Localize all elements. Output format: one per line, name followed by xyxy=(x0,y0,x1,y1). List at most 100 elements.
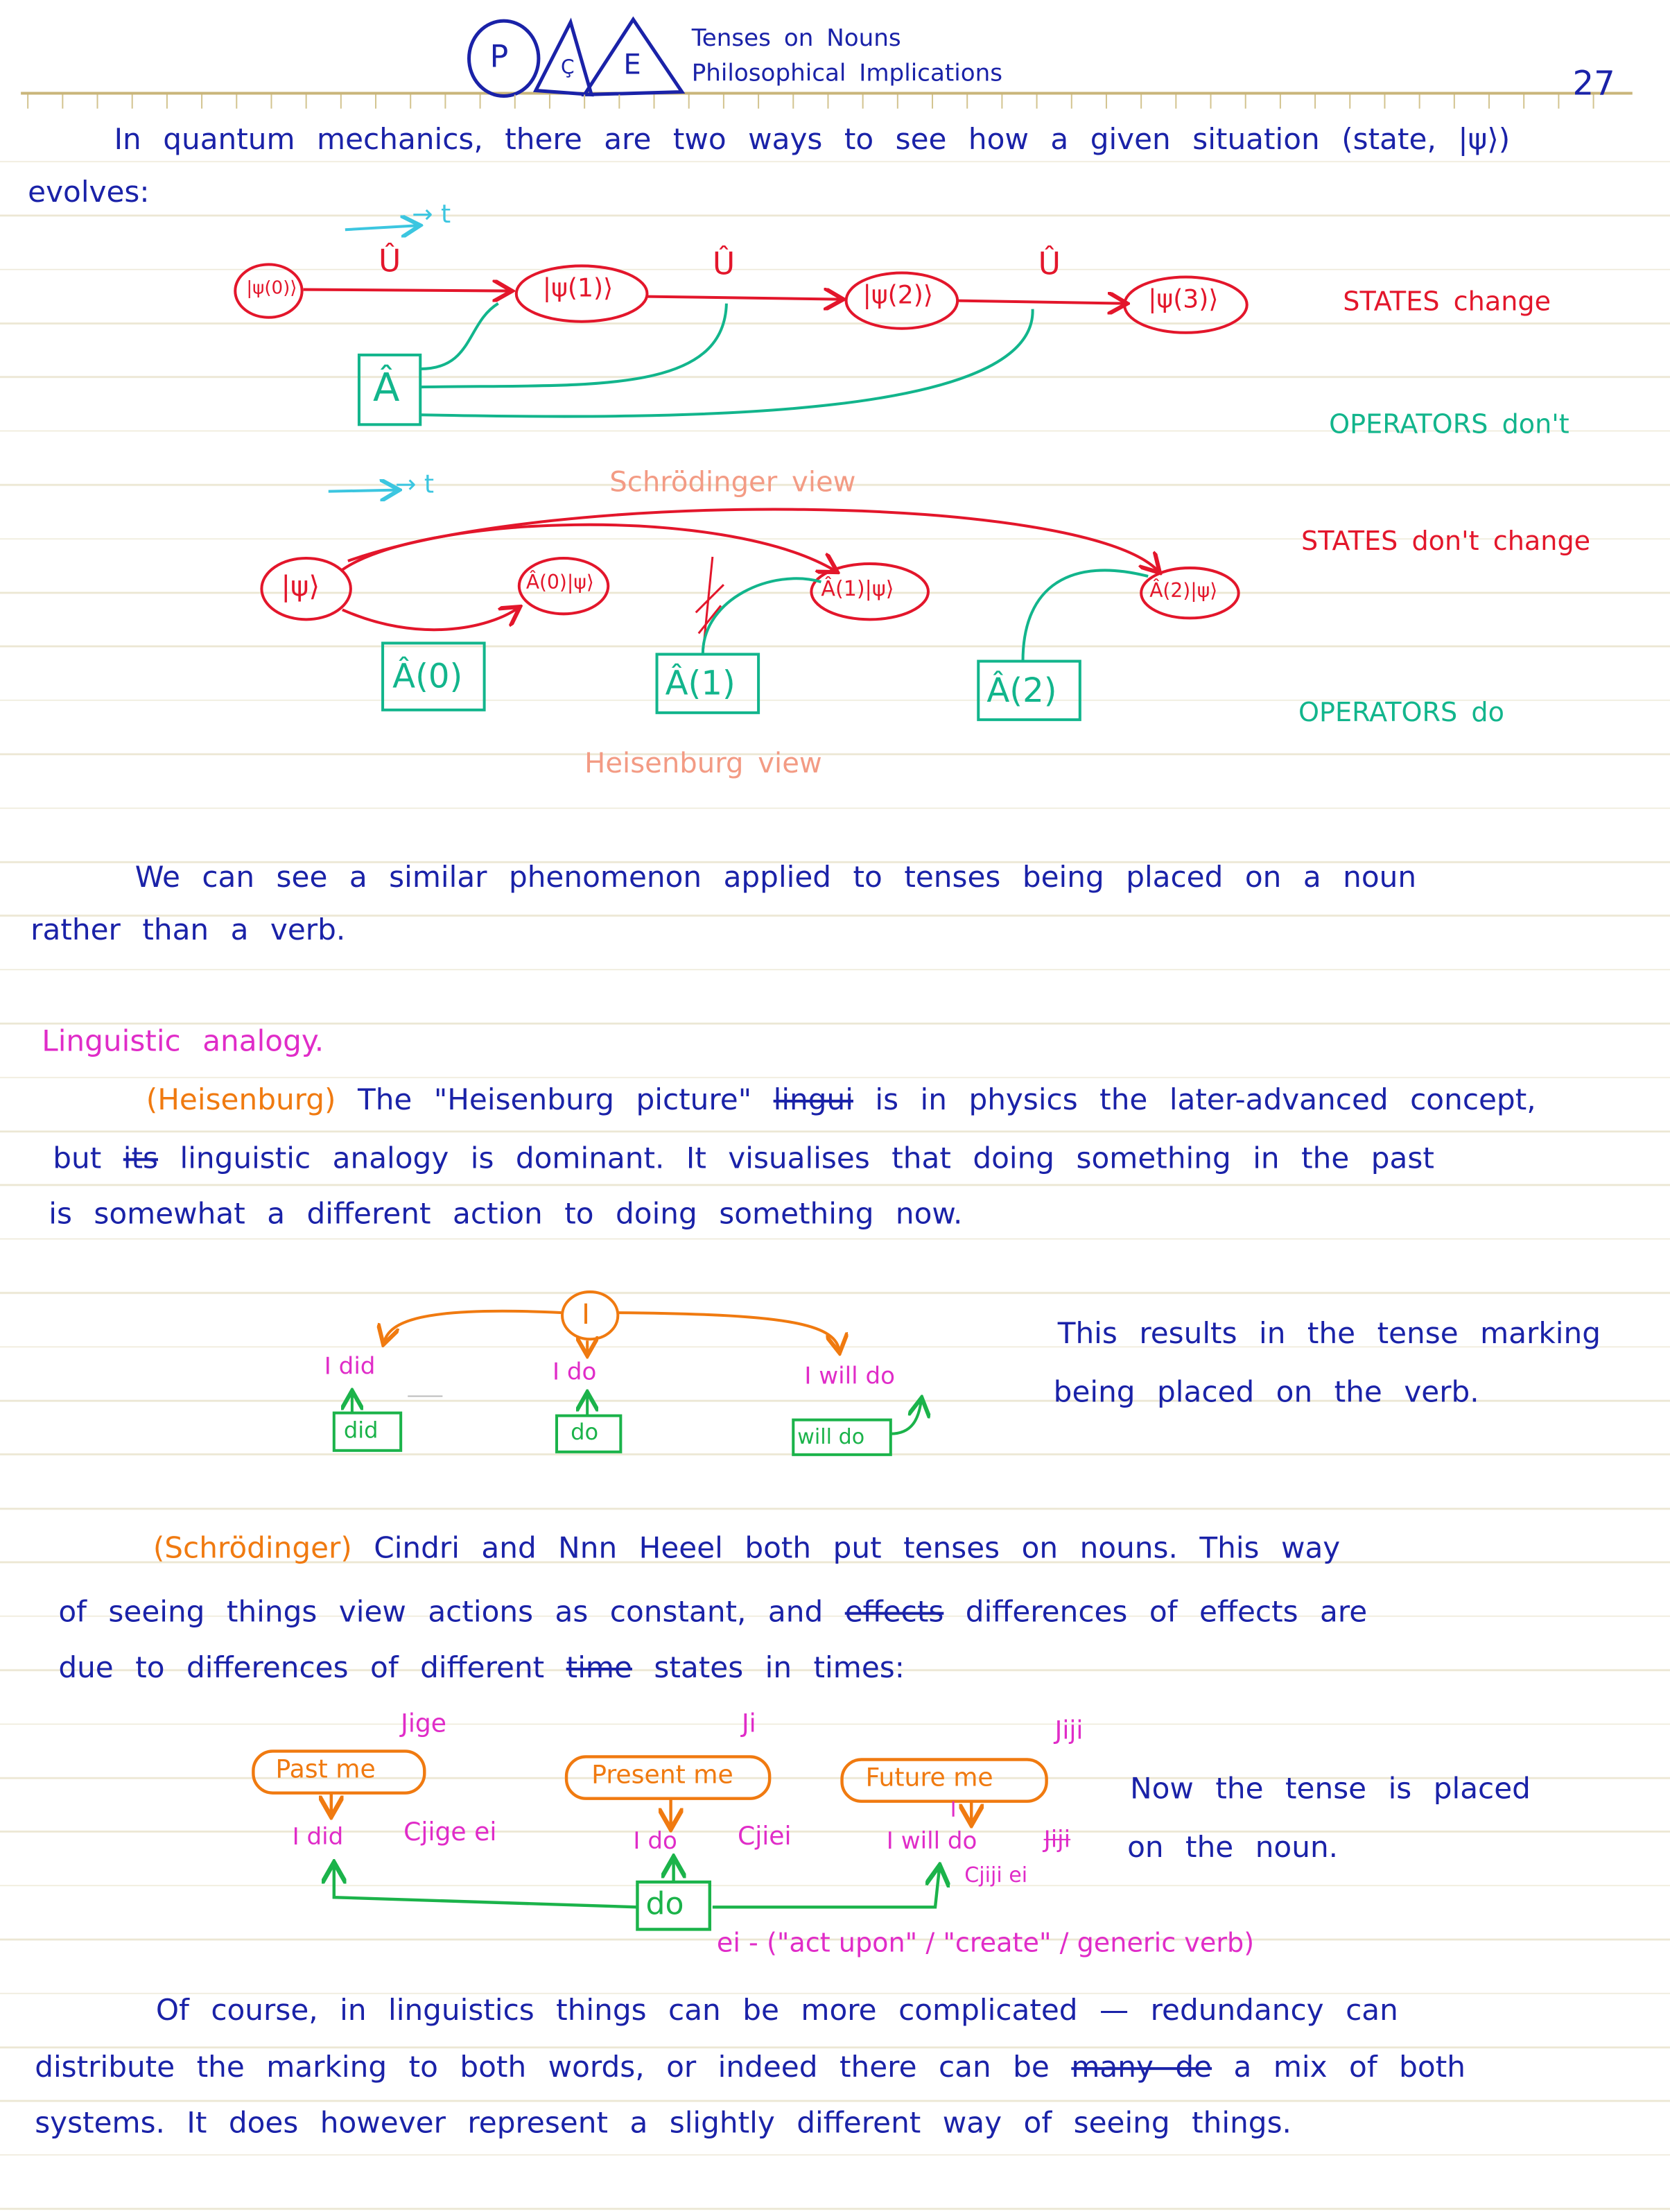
noun-note-line-1: Now the tense is placed xyxy=(1130,1772,1531,1806)
text-segment: Of course, in linguistics things can be … xyxy=(155,1993,1398,2027)
final-para-line: Of course, in linguistics things can be … xyxy=(156,1996,1398,2025)
u-operator-2: Û xyxy=(712,248,736,283)
page-number: 27 xyxy=(1572,64,1615,103)
struck-text: lingui xyxy=(773,1082,853,1117)
verb-did: did xyxy=(343,1417,379,1444)
struck-text: effects xyxy=(844,1595,944,1629)
form-present: I do xyxy=(633,1827,677,1856)
time-arrow xyxy=(345,225,417,230)
evolve-arrow-3 xyxy=(957,301,1124,304)
intro-line: evolves: xyxy=(28,178,149,207)
time-label: → t xyxy=(412,200,451,230)
section-heading: Linguistic analogy. xyxy=(42,1024,324,1058)
states-change-note: STATES change xyxy=(1343,286,1551,318)
text-segment: rather than a verb. xyxy=(31,913,346,947)
logo-circle xyxy=(467,19,541,98)
title-line-2: Philosophical Implications xyxy=(691,60,1003,88)
heisenberg-shapes xyxy=(260,490,1240,721)
struck-text: its xyxy=(123,1141,159,1175)
operator-0: Â(0) xyxy=(392,657,463,696)
gloss: ei - ("act upon" / "create" / generic ve… xyxy=(716,1928,1255,1959)
state-3: |ψ(3)⟩ xyxy=(1148,285,1219,315)
text-segment: of seeing things view actions as constan… xyxy=(58,1595,845,1629)
text-segment: due to differences of different xyxy=(58,1650,566,1685)
time-arrow-2 xyxy=(328,490,397,492)
u-operator-1: Û xyxy=(379,245,401,280)
verb-diagram-shapes xyxy=(332,1290,921,1456)
final-para-line: distribute the marking to both words, or… xyxy=(35,2053,1465,2082)
logo xyxy=(467,16,686,98)
form-future: I will do xyxy=(804,1363,896,1391)
struck-text: time xyxy=(566,1650,632,1685)
final-para-line: systems. It does however represent a sli… xyxy=(35,2106,1291,2140)
logo-letter-p: P xyxy=(489,40,509,76)
subject-i: I xyxy=(582,1297,590,1331)
text-segment: is somewhat a different action to doing … xyxy=(49,1197,963,1231)
verb-will-do: will do xyxy=(797,1424,865,1449)
self-past: Past me xyxy=(275,1755,376,1785)
schrodinger-caption: Schrödinger view xyxy=(609,465,856,499)
conlang-future: Cjiji ei xyxy=(964,1863,1028,1888)
operator-box xyxy=(357,353,422,426)
logo-triangle-1 xyxy=(532,17,594,97)
text-segment: distribute the marking to both words, or… xyxy=(35,2050,1072,2084)
struck-text: many de xyxy=(1071,2050,1212,2084)
heisenberg-para-line: but its linguistic analogy is dominant. … xyxy=(53,1141,1434,1175)
states-dont-change-note: STATES don't change xyxy=(1301,526,1591,557)
text-segment: We can see a similar phenomenon applied … xyxy=(134,860,1417,894)
para2-line: rather than a verb. xyxy=(31,913,346,947)
noun-diagram-shapes xyxy=(252,1749,1048,1931)
header-rule xyxy=(21,92,1633,95)
verb-note-line-2: being placed on the verb. xyxy=(1053,1375,1479,1409)
state-1-circle xyxy=(514,264,649,323)
logo-letter-e: E xyxy=(623,47,641,81)
text-segment: linguistic analogy is dominant. It visua… xyxy=(158,1141,1434,1175)
tag-future: Jiji xyxy=(1054,1716,1084,1746)
text-segment: (Heisenburg) xyxy=(146,1082,358,1117)
logo-letter-c: Ç xyxy=(561,57,575,80)
verb-do: do xyxy=(571,1418,599,1445)
text-segment: a mix of both xyxy=(1212,2050,1465,2084)
result-2: Â(2)|ψ⟩ xyxy=(1149,580,1218,603)
time-label-2: → t xyxy=(395,470,435,500)
result-1: Â(1)|ψ⟩ xyxy=(821,576,894,602)
form-past: I did xyxy=(292,1823,344,1851)
tag-past: Jige xyxy=(401,1709,447,1739)
operator-2: Â(2) xyxy=(986,671,1057,710)
conlang-future-struck: Jiji xyxy=(1043,1826,1071,1854)
state-2: |ψ(2)⟩ xyxy=(862,281,933,311)
evolve-arrow-2 xyxy=(647,297,840,300)
operators-do-note: OPERATORS do xyxy=(1298,697,1504,728)
text-segment: states in times: xyxy=(632,1650,905,1685)
schrodinger-para-line: due to differences of different time sta… xyxy=(58,1650,905,1685)
form-future: I will do xyxy=(886,1827,977,1856)
state-circle xyxy=(260,556,352,621)
operators-dont-note: OPERATORS don't xyxy=(1329,409,1569,440)
heisenberg-para-line: (Heisenburg) The "Heisenburg picture" li… xyxy=(146,1082,1536,1117)
state-0: |ψ(0)⟩ xyxy=(246,278,297,300)
text-segment: differences of effects are xyxy=(943,1595,1368,1629)
form-past: I did xyxy=(324,1353,376,1381)
text-segment: but xyxy=(53,1141,123,1175)
self-future: Future me xyxy=(865,1763,993,1793)
text-segment: In quantum mechanics, there are two ways… xyxy=(114,122,1511,156)
text-segment: systems. It does however represent a sli… xyxy=(35,2106,1291,2140)
text-segment: evolves: xyxy=(28,175,150,209)
state-1: |ψ(1)⟩ xyxy=(542,274,614,304)
intro-line: In quantum mechanics, there are two ways… xyxy=(114,122,1511,156)
logo-triangle-2 xyxy=(581,16,686,97)
verb-note-line-1: This results in the tense marking xyxy=(1057,1317,1601,1351)
conlang-past: Cjige ei xyxy=(403,1817,497,1847)
schrodinger-para-line: (Schrödinger) Cindri and Nnn Heeel both … xyxy=(153,1531,1340,1565)
text-segment: (Schrödinger) xyxy=(153,1531,374,1565)
title-line-1: Tenses on Nouns xyxy=(691,25,901,53)
text-segment: The "Heisenburg picture" xyxy=(357,1082,774,1117)
schrodinger-para-line: of seeing things view actions as constan… xyxy=(58,1598,1367,1627)
u-operator-3: Û xyxy=(1038,248,1061,283)
tag-present: Ji xyxy=(741,1709,756,1739)
heisenberg-para-line: is somewhat a different action to doing … xyxy=(49,1197,963,1231)
a-operator: Â xyxy=(373,364,400,411)
schrodinger-shapes xyxy=(234,225,1249,426)
